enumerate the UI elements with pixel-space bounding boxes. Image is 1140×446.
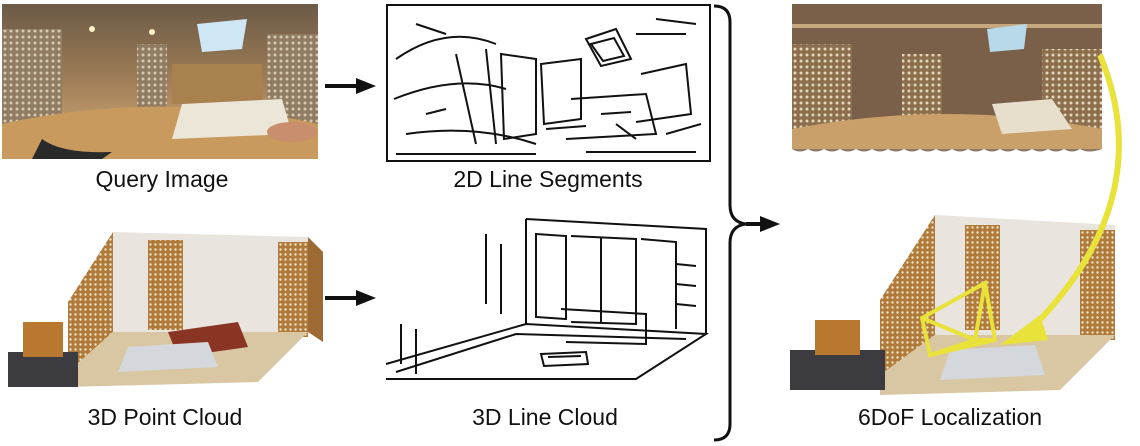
localization-6dof-caption: 6DoF Localization — [857, 404, 1043, 430]
line-cloud-3d-image — [376, 214, 716, 386]
pose-link-arrow-icon — [1000, 53, 1122, 345]
point-cloud-3d-caption: 3D Point Cloud — [87, 404, 243, 430]
camera-pose-icon — [919, 279, 998, 358]
arrow-right-icon — [746, 216, 780, 232]
curly-brace-icon — [713, 4, 747, 442]
line-cloud-3d-caption: 3D Line Cloud — [472, 404, 618, 430]
line-segments-2d-caption: 2D Line Segments — [453, 166, 643, 192]
query-image-caption: Query Image — [95, 166, 229, 192]
point-cloud-3d-image — [8, 222, 328, 390]
arrow-right-icon — [325, 78, 376, 94]
arrow-right-icon — [325, 290, 376, 306]
query-image-panorama — [2, 4, 318, 159]
line-segments-2d-image — [386, 4, 711, 162]
localization-panorama — [792, 4, 1102, 161]
